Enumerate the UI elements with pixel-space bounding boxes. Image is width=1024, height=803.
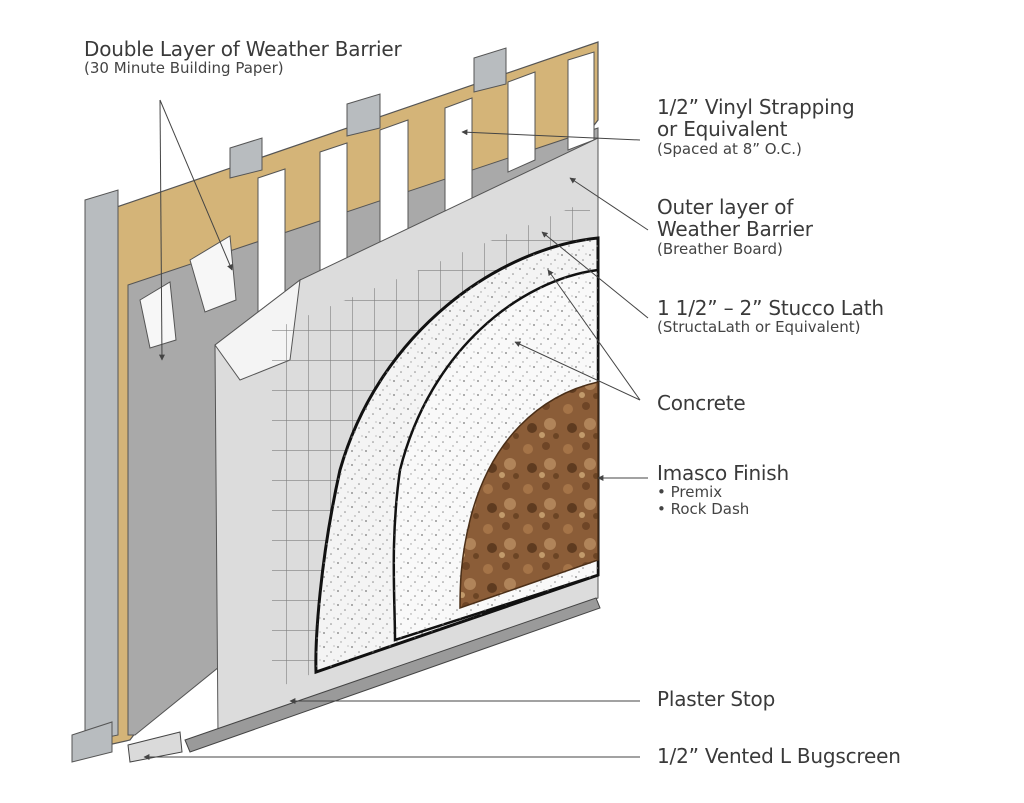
leader-vinyl-strapping [461, 129, 641, 141]
leader-concrete-a [547, 269, 641, 401]
stud-base-plate [71, 721, 113, 763]
leader-lines [143, 99, 649, 760]
stud-top-2 [346, 93, 381, 137]
label-concrete: Concrete [657, 391, 746, 415]
leader-double-barrier-b [159, 99, 233, 271]
label-outer-weather-barrier: Outer layer of Weather Barrier (Breather… [657, 196, 813, 258]
label-double-weather-barrier-sub: (30 Minute Building Paper) [84, 59, 284, 78]
bugscreen [127, 731, 183, 763]
label-stucco-lath-title: 1 1/2” – 2” Stucco Lath [657, 296, 884, 320]
label-vinyl-strapping: 1/2” Vinyl Strapping or Equivalent (Spac… [657, 95, 855, 158]
label-plaster-stop: Plaster Stop [657, 687, 776, 711]
label-stucco-lath: 1 1/2” – 2” Stucco Lath (StructaLath or … [657, 297, 884, 336]
label-outer-weather-barrier-line1: Outer layer of [657, 195, 794, 219]
leader-outer-barrier [569, 177, 649, 231]
label-double-weather-barrier: Double Layer of Weather Barrier (30 Minu… [84, 38, 402, 77]
leader-concrete-b [514, 341, 641, 401]
label-vinyl-strapping-line2: or Equivalent [657, 117, 788, 142]
stud-top-3 [473, 47, 507, 93]
stud-top-1 [229, 137, 263, 179]
building-paper-curl [189, 235, 237, 313]
label-bugscreen: 1/2” Vented L Bugscreen [657, 744, 901, 768]
label-outer-weather-barrier-sub: (Breather Board) [657, 239, 783, 258]
leader-double-barrier-a [158, 99, 165, 361]
label-imasco-item-premix: Premix [657, 484, 789, 501]
label-outer-weather-barrier-line2: Weather Barrier [657, 217, 813, 242]
label-imasco-finish: Imasco Finish Premix Rock Dash [657, 462, 789, 518]
label-concrete-title: Concrete [657, 391, 746, 415]
label-stucco-lath-sub: (StructaLath or Equivalent) [657, 318, 861, 337]
stud-left [84, 189, 119, 743]
leader-stucco-lath [541, 231, 649, 319]
strap-6 [567, 51, 595, 151]
imasco-finish [459, 381, 599, 610]
label-vinyl-strapping-sub: (Spaced at 8” O.C.) [657, 139, 802, 158]
studs [71, 47, 507, 763]
label-double-weather-barrier-title: Double Layer of Weather Barrier [84, 37, 402, 61]
label-bugscreen-title: 1/2” Vented L Bugscreen [657, 744, 901, 768]
label-imasco-finish-title: Imasco Finish [657, 461, 789, 485]
label-vinyl-strapping-line1: 1/2” Vinyl Strapping [657, 95, 855, 119]
label-imasco-item-rock-dash: Rock Dash [657, 501, 789, 518]
label-plaster-stop-title: Plaster Stop [657, 687, 776, 711]
building-paper-curl-left [139, 281, 177, 349]
strap-5 [507, 71, 536, 173]
plaster-stop [184, 597, 601, 753]
